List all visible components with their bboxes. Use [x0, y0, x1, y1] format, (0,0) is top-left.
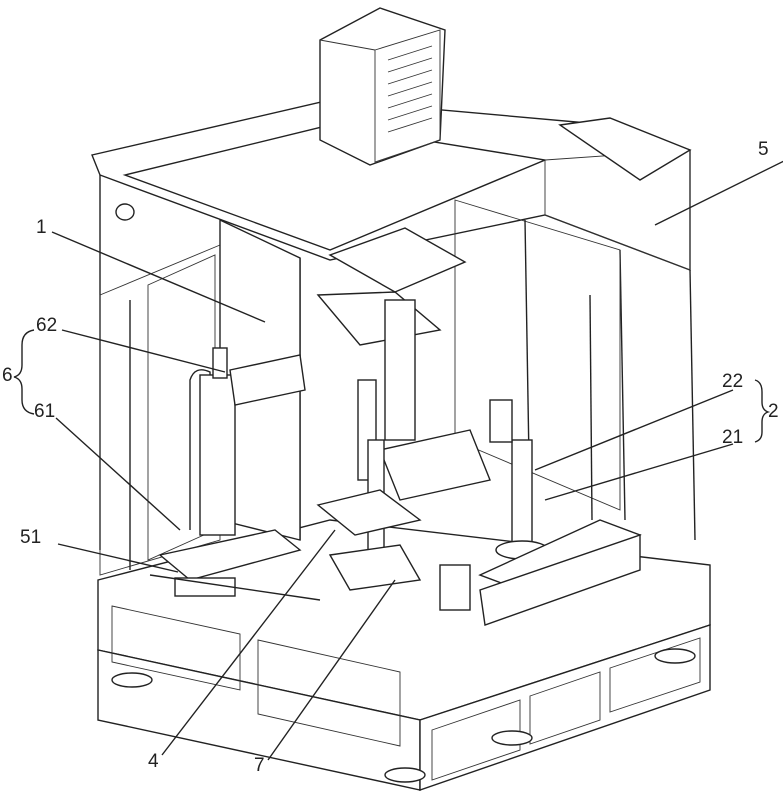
- enclosure-frame: [91, 7, 696, 576]
- label-7: 7: [254, 755, 265, 776]
- label-61: 61: [34, 401, 56, 422]
- label-22: 22: [722, 371, 744, 392]
- brace-6: [13, 329, 35, 415]
- label-21: 21: [722, 427, 744, 448]
- label-51: 51: [20, 527, 42, 548]
- label-2: 2: [768, 401, 779, 422]
- label-5: 5: [758, 139, 769, 160]
- left-robot-arm: [149, 347, 321, 601]
- right-mechanism: [439, 399, 642, 626]
- brace-2: [754, 379, 771, 443]
- center-mechanism: [316, 227, 491, 591]
- leader-lines: [13, 160, 783, 761]
- label-4: 4: [148, 751, 159, 772]
- label-6: 6: [2, 365, 13, 386]
- label-1: 1: [36, 217, 47, 238]
- label-62: 62: [36, 315, 58, 336]
